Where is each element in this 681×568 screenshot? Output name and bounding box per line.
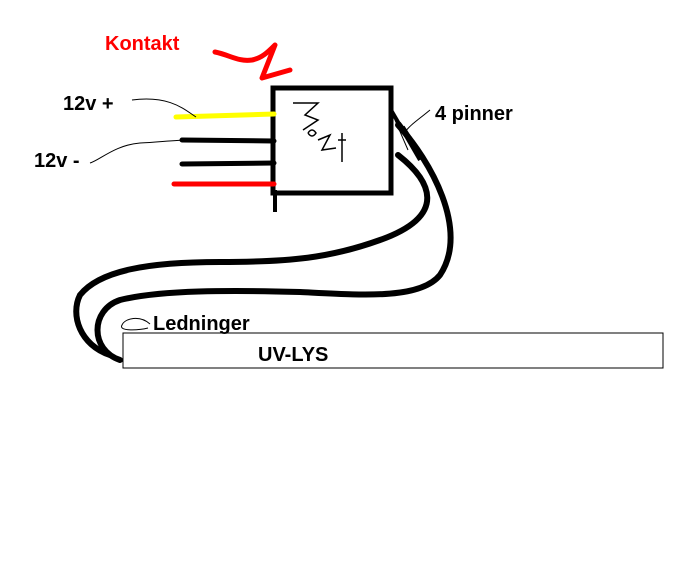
label-4-pinner: 4 pinner — [435, 103, 513, 125]
wire-black-1 — [179, 137, 277, 144]
wire-yellow-positive — [173, 111, 277, 120]
kontakt-arrow-icon — [212, 42, 293, 81]
cable-strand-outer — [94, 122, 454, 363]
leader-12v-minus — [89, 139, 191, 164]
uv-lamp-body — [122, 332, 664, 369]
wire-black-2 — [179, 160, 277, 167]
pins-hatch — [394, 119, 417, 151]
label-kontakt: Kontakt — [105, 33, 180, 55]
connector-right-tab — [389, 108, 422, 162]
leader-12v-plus — [131, 98, 197, 118]
leader-ledninger — [121, 318, 151, 331]
cable-strand-inner — [73, 152, 431, 358]
sokkel-scribble-icon — [293, 102, 346, 162]
label-12v-minus: 12v - — [34, 150, 80, 172]
connector-box — [270, 85, 394, 196]
leader-4-pinner — [404, 109, 431, 133]
label-ledninger: Ledninger — [153, 313, 250, 335]
label-uv-lys: UV-LYS — [258, 344, 328, 366]
label-12v-plus: 12v + — [63, 93, 114, 115]
